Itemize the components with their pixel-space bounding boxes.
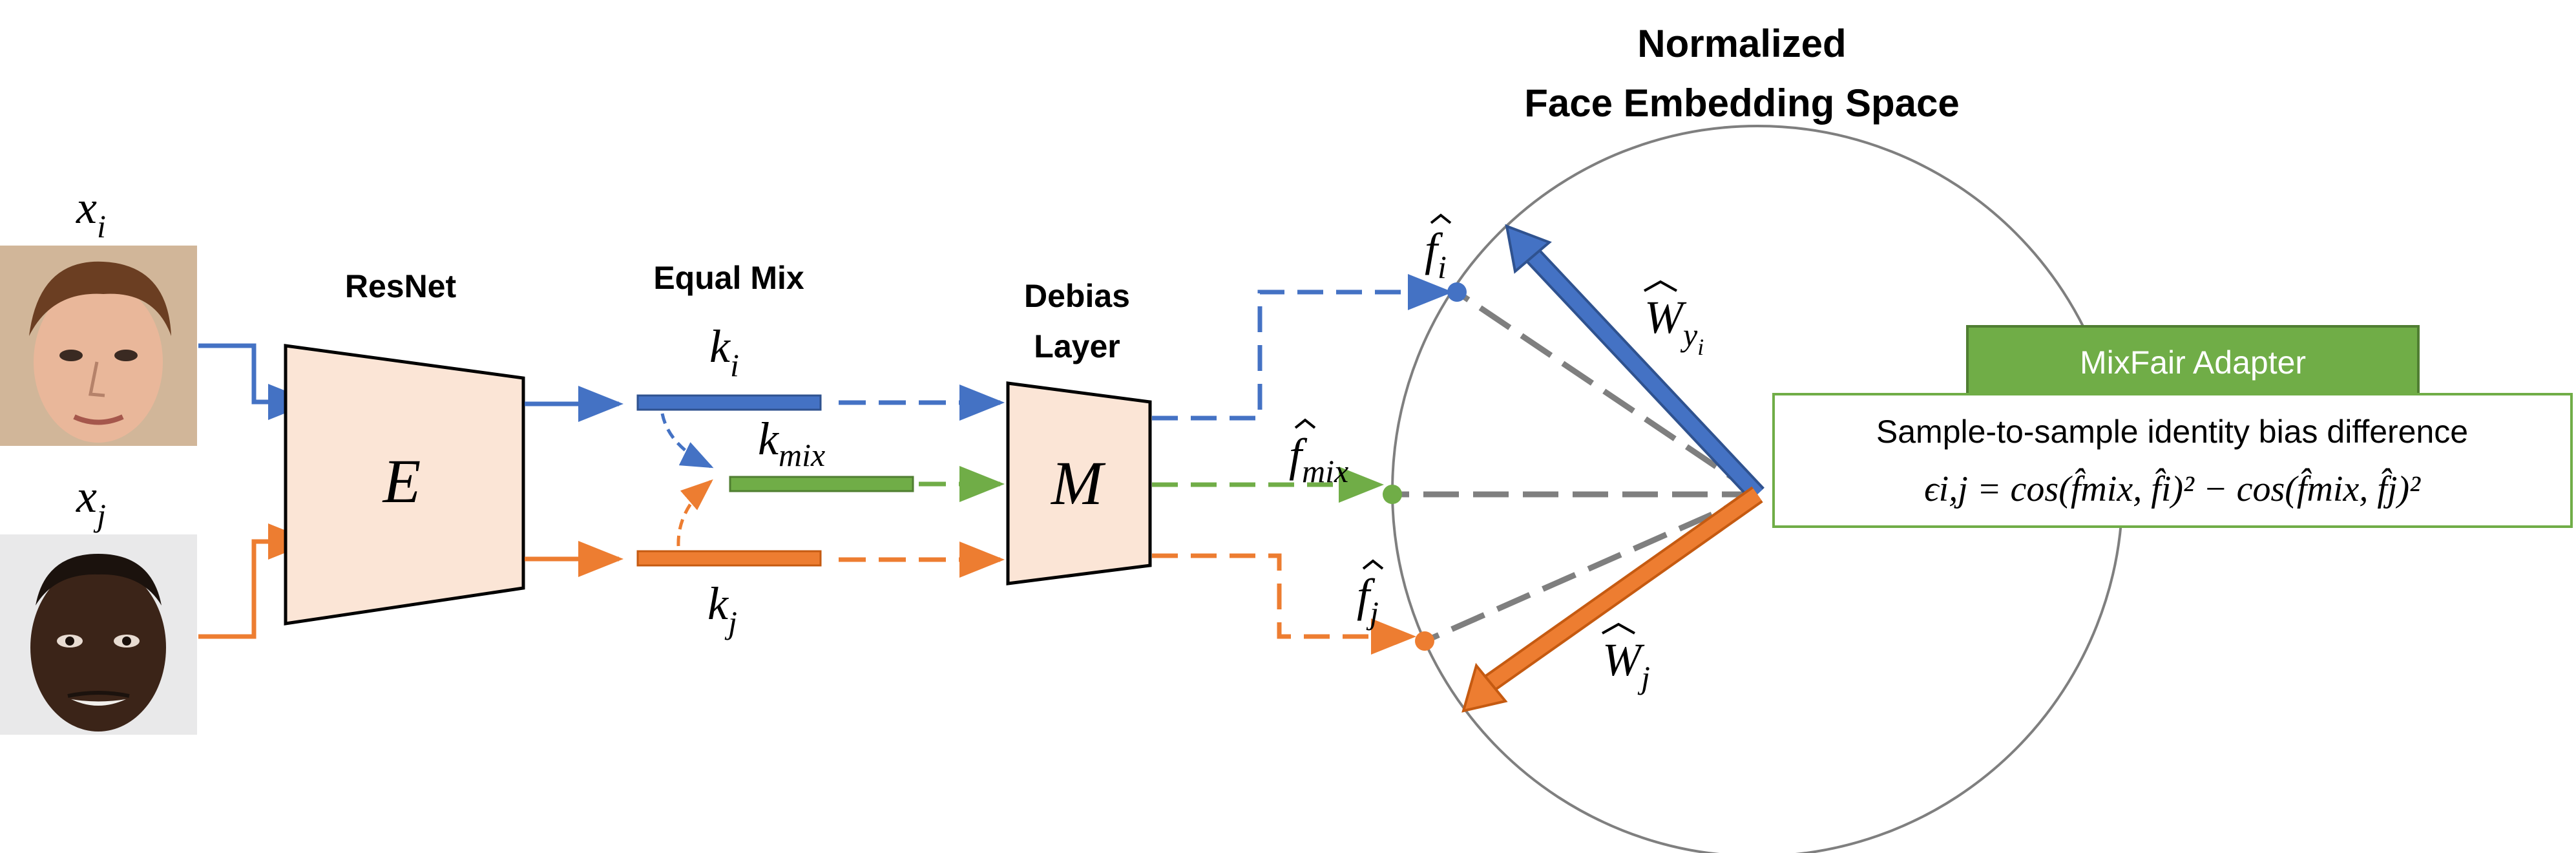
equal-mix-title: Equal Mix — [653, 260, 804, 296]
wj-label: Wj — [1602, 634, 1650, 695]
fi-projection-line — [1455, 290, 1759, 497]
fj-point — [1415, 631, 1434, 651]
mixfair-adapter-header — [1966, 325, 2420, 399]
fj-projection-line — [1427, 491, 1759, 643]
fmix-point — [1383, 485, 1402, 504]
adapter-formula: ϵi,j = cos(f̂mix, f̂i)² − cos(f̂mix, f̂j… — [1924, 467, 2421, 509]
fmix-hat — [1294, 418, 1316, 429]
fi-label: fi — [1425, 224, 1447, 285]
wj-hat — [1602, 622, 1635, 635]
debias-title-line1: Debias — [1024, 278, 1130, 314]
space-title-line1: Normalized — [1637, 22, 1846, 65]
resnet-title: ResNet — [345, 268, 457, 304]
face-image-xj — [0, 534, 197, 735]
kj-feature-bar — [636, 550, 822, 567]
encoder-symbol: E — [382, 447, 421, 516]
kj-label: kj — [707, 578, 737, 640]
fj-label: fj — [1357, 569, 1379, 631]
fi-point — [1447, 282, 1467, 302]
xj-label: xj — [76, 470, 106, 533]
fmix-label: fmix — [1289, 429, 1348, 489]
fi-hat — [1430, 213, 1452, 224]
debias-to-fj-arrow — [1152, 553, 1416, 655]
ki-label: ki — [709, 321, 739, 383]
xj-to-encoder-arrow — [198, 523, 313, 639]
mixfair-adapter-box — [1772, 393, 2573, 528]
fj-hat — [1362, 559, 1384, 570]
ki-to-kmix-arrow — [660, 413, 714, 469]
kmix-feature-bar — [729, 476, 914, 492]
xi-label: xi — [76, 182, 106, 244]
wyi-vector — [1518, 240, 1763, 500]
wyi-arrowhead — [1505, 224, 1552, 274]
adapter-description: Sample-to-sample identity bias differenc… — [1876, 414, 2468, 450]
debias-symbol: M — [1050, 448, 1106, 518]
space-title-line2: Face Embedding Space — [1524, 81, 1960, 125]
debias-block — [1006, 381, 1152, 585]
wyi-hat — [1644, 280, 1677, 292]
wj-vector — [1478, 489, 1762, 694]
xi-to-encoder-arrow — [198, 343, 313, 420]
debias-title-line2: Layer — [1034, 328, 1120, 364]
encoder-block — [284, 344, 525, 626]
wyi-label: Wyi — [1644, 291, 1704, 360]
wj-arrowhead — [1461, 662, 1508, 713]
ki-feature-bar — [636, 394, 822, 411]
mixfair-adapter-title: MixFair Adapter — [2080, 344, 2306, 381]
debias-to-fi-arrow — [1152, 274, 1453, 421]
face-image-xi — [0, 246, 197, 446]
kj-to-kmix-arrow — [676, 479, 713, 547]
kmix-label: kmix — [758, 413, 825, 473]
